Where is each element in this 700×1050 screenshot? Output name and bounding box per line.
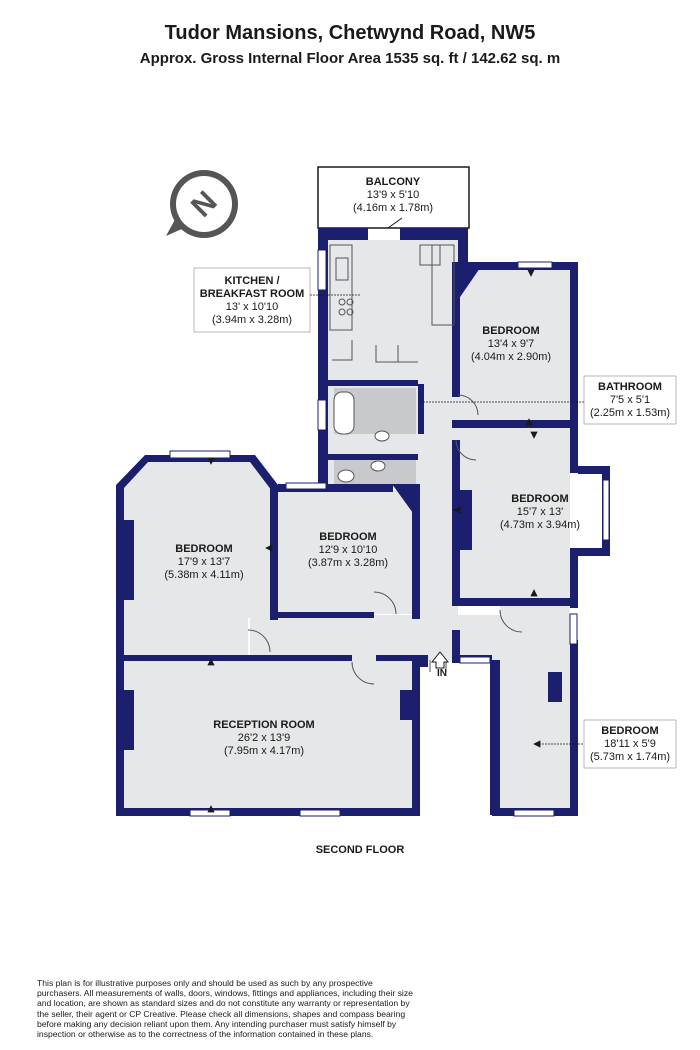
room-name-line2: BREAKFAST ROOM [200,288,305,300]
room-label-bathroom: BATHROOM 7'5 x 5'1 (2.25m x 1.53m) [583,375,677,425]
bedroom-left-floor [122,460,272,655]
room-label-balcony: BALCONY 13'9 x 5'10 (4.16m x 1.78m) [353,176,433,214]
balcony-area [317,166,470,229]
bathroom-fittings [333,391,390,483]
room-imperial: 26'2 x 13'9 [238,732,291,744]
plan-title: Tudor Mansions, Chetwynd Road, NW5 [164,22,536,44]
room-metric: (7.95m x 4.17m) [224,745,304,757]
room-label-bedroom-top: BEDROOM 13'4 x 9'7 (4.04m x 2.90m) [471,325,551,363]
room-metric: (5.38m x 4.11m) [164,569,243,581]
room-label-bedroom-left: BEDROOM 17'9 x 13'7 (5.38m x 4.11m) [164,543,243,581]
dimension-marks [207,269,584,813]
door-swings [247,394,523,685]
room-metric: (4.16m x 1.78m) [353,202,433,214]
kitchen-fittings [329,217,455,363]
room-imperial: 13' x 10'10 [226,301,279,313]
compass-icon: N [166,170,238,238]
room-name: BATHROOM [598,381,662,393]
room-label-bedroom-mid: BEDROOM 12'9 x 10'10 (3.87m x 3.28m) [308,531,388,569]
room-floors [122,166,570,813]
bedroom-small-floor [500,605,570,813]
room-name: RECEPTION ROOM [213,719,314,731]
walls [116,228,610,816]
corridor-floor [418,330,458,660]
room-metric: (4.73m x 3.94m) [500,519,580,531]
room-name: BEDROOM [511,493,568,505]
bedroom-top-floor [456,268,570,420]
room-imperial: 12'9 x 10'10 [319,544,378,556]
entrance-label: IN [437,668,447,679]
room-name: BALCONY [366,176,421,188]
room-metric: (5.73m x 1.74m) [590,751,670,763]
room-imperial: 13'4 x 9'7 [488,338,534,350]
windows [169,249,610,817]
room-imperial: 7'5 x 5'1 [610,394,650,406]
room-metric: (2.25m x 1.53m) [590,407,670,419]
room-label-reception: RECEPTION ROOM 26'2 x 13'9 (7.95m x 4.17… [213,719,314,757]
room-label-bedroom-small: BEDROOM 18'11 x 5'9 (5.73m x 1.74m) [583,719,677,769]
room-imperial: 18'11 x 5'9 [604,738,656,750]
room-label-kitchen: KITCHEN / BREAKFAST ROOM 13' x 10'10 (3.… [193,267,311,333]
floor-label: SECOND FLOOR [315,844,405,856]
room-name: BEDROOM [601,725,658,737]
room-imperial: 17'9 x 13'7 [178,556,231,568]
floor-area-subtitle: Approx. Gross Internal Floor Area 1535 s… [139,50,561,67]
room-name: BEDROOM [319,531,376,543]
hall-floor [250,615,520,660]
disclaimer-text: This plan is for illustrative purposes o… [37,978,413,1040]
reception-floor [122,660,414,810]
bedroom-right-floor [456,428,570,600]
room-metric: (3.94m x 3.28m) [212,314,292,326]
entrance-arrow-icon [430,651,450,669]
room-imperial: 15'7 x 13' [517,506,563,518]
room-name: BEDROOM [482,325,539,337]
room-name-line1: KITCHEN / [225,275,280,287]
room-metric: (4.04m x 2.90m) [471,351,551,363]
bedroom-mid-floor [278,490,418,614]
room-label-bedroom-right: BEDROOM 15'7 x 13' (4.73m x 3.94m) [500,493,580,531]
room-metric: (3.87m x 3.28m) [308,557,388,569]
room-name: BEDROOM [175,543,232,555]
room-imperial: 13'9 x 5'10 [367,189,420,201]
